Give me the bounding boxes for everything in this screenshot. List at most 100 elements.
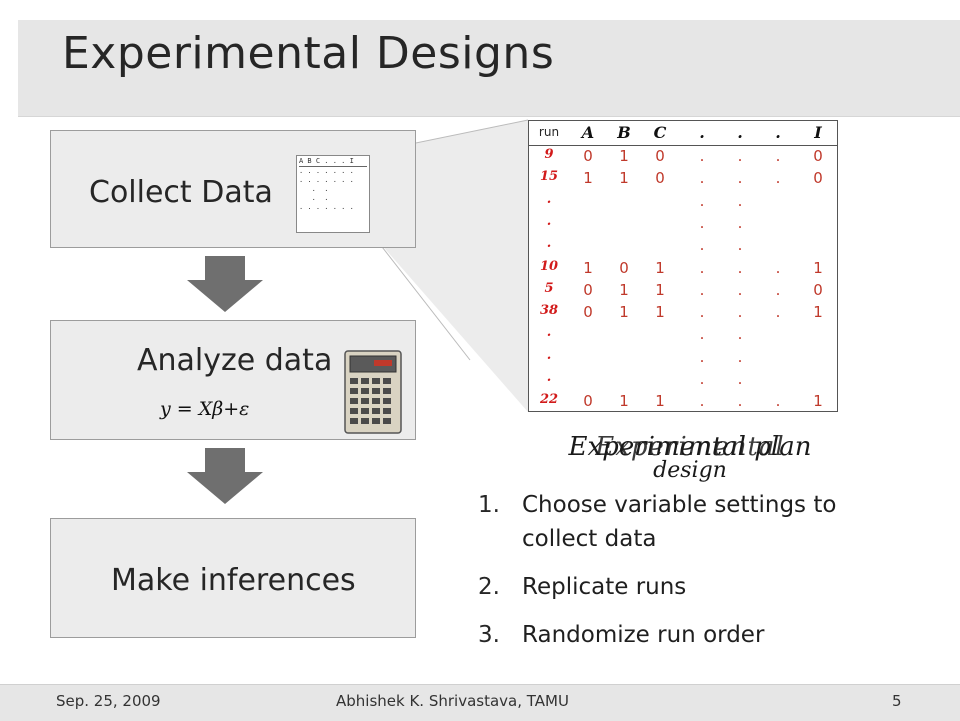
caption-line-plan: Experimental plan — [568, 432, 812, 462]
column-header: B — [617, 123, 631, 142]
list-item-text: Replicate runs — [522, 574, 687, 600]
title-bar — [18, 20, 960, 117]
list-item-number: 1. — [478, 492, 500, 518]
arrow-down-icon — [187, 448, 263, 504]
run-number: . — [546, 191, 552, 207]
design-cell: . — [699, 169, 705, 188]
slide-title: Experimental Designs — [62, 28, 555, 79]
mini-table-row: . . . . . . . — [299, 203, 354, 211]
column-header: C — [653, 123, 667, 142]
run-number: 22 — [539, 392, 559, 408]
design-cell: . — [699, 325, 705, 344]
run-number: 5 — [544, 280, 554, 296]
run-number: 38 — [539, 303, 559, 319]
design-cell: . — [737, 303, 743, 322]
column-header: . — [775, 123, 781, 142]
design-cell: 0 — [583, 147, 593, 165]
column-header: A — [581, 123, 595, 142]
design-cell: . — [775, 392, 781, 411]
list-item: 2. Replicate runs — [478, 570, 898, 604]
design-cell: 1 — [619, 392, 629, 411]
run-column-header: run — [538, 125, 560, 139]
design-cell: 1 — [655, 258, 665, 277]
design-cell: . — [737, 147, 743, 165]
regression-formula: y = Xβ+ε — [160, 398, 250, 420]
footer-date: Sep. 25, 2009 — [56, 692, 161, 710]
design-cell: 1 — [813, 392, 823, 411]
design-cell: . — [699, 191, 705, 210]
list-item-text: Randomize run order — [522, 622, 765, 648]
design-cell: . — [699, 303, 705, 322]
arrow-down-icon — [187, 256, 263, 312]
design-cell: 0 — [813, 169, 823, 188]
design-cell: 0 — [655, 147, 665, 165]
design-cell: . — [699, 213, 705, 232]
design-cell: 0 — [813, 147, 823, 165]
run-number: . — [546, 325, 552, 341]
list-item-number: 3. — [478, 622, 500, 648]
footer-bar — [0, 684, 960, 721]
mini-data-table: A B C . . . I . . . . . . . . . . . . . … — [296, 155, 370, 233]
design-cell: . — [737, 213, 743, 232]
design-cell: . — [775, 280, 781, 299]
footer-page-number: 5 — [892, 692, 902, 710]
run-number: 15 — [539, 169, 559, 185]
design-cell: 1 — [619, 169, 629, 188]
design-cell: 0 — [619, 258, 629, 277]
design-cell: . — [775, 303, 781, 322]
mini-table-row: . . — [299, 185, 329, 193]
mini-table-header: A B C . . . I — [299, 157, 367, 167]
run-number: . — [546, 236, 552, 252]
design-cell: . — [737, 347, 743, 366]
design-cell: . — [775, 147, 781, 165]
column-header: . — [737, 123, 743, 142]
design-cell: 1 — [619, 303, 629, 322]
design-cell: 1 — [813, 303, 823, 322]
mini-table-row: . . — [299, 194, 329, 202]
design-cell: 1 — [655, 280, 665, 299]
design-cell: 1 — [619, 147, 629, 165]
steps-list: 1. Choose variable settings to collect d… — [478, 488, 898, 666]
design-cell: . — [775, 169, 781, 188]
design-cell: 0 — [583, 392, 593, 411]
design-cell: . — [737, 392, 743, 411]
design-cell: 0 — [583, 303, 593, 322]
design-cell: 1 — [583, 169, 593, 188]
run-number: . — [546, 213, 552, 229]
analyze-data-label: Analyze data — [137, 343, 333, 378]
run-number: 10 — [539, 258, 559, 274]
design-cell: 1 — [583, 258, 593, 277]
list-item-text: Choose variable settings to collect data — [522, 492, 837, 552]
design-cell: 0 — [655, 169, 665, 188]
caption-line-design: design — [653, 458, 727, 483]
design-cell: 1 — [813, 258, 823, 277]
design-cell: . — [737, 236, 743, 255]
design-cell: . — [737, 325, 743, 344]
column-header: I — [814, 123, 822, 142]
design-cell: . — [699, 392, 705, 411]
list-item: 3. Randomize run order — [478, 618, 898, 652]
design-cell: 0 — [583, 280, 593, 299]
make-inferences-label: Make inferences — [111, 563, 356, 598]
mini-table-row: . . . . . . . — [299, 176, 354, 184]
run-number: . — [546, 347, 552, 363]
design-cell: . — [737, 280, 743, 299]
footer-author: Abhishek K. Shrivastava, TAMU — [336, 692, 569, 710]
mini-table-row: . . . . . . . — [299, 167, 354, 175]
caption-line-experimental: Experimental — [595, 432, 785, 462]
make-inferences-box: Make inferences — [50, 518, 416, 638]
design-cell: . — [699, 258, 705, 277]
calculator-icon — [344, 350, 402, 434]
list-item: 1. Choose variable settings to collect d… — [478, 488, 898, 556]
design-table-header: run A B C . . . I — [529, 121, 837, 146]
design-cell: . — [699, 147, 705, 165]
design-cell: . — [699, 347, 705, 366]
column-header: . — [699, 123, 705, 142]
design-cell: . — [699, 280, 705, 299]
design-cell: 1 — [655, 303, 665, 322]
design-cell: 1 — [619, 280, 629, 299]
design-cell: . — [737, 258, 743, 277]
run-number: . — [546, 370, 552, 385]
design-cell: . — [699, 370, 705, 388]
